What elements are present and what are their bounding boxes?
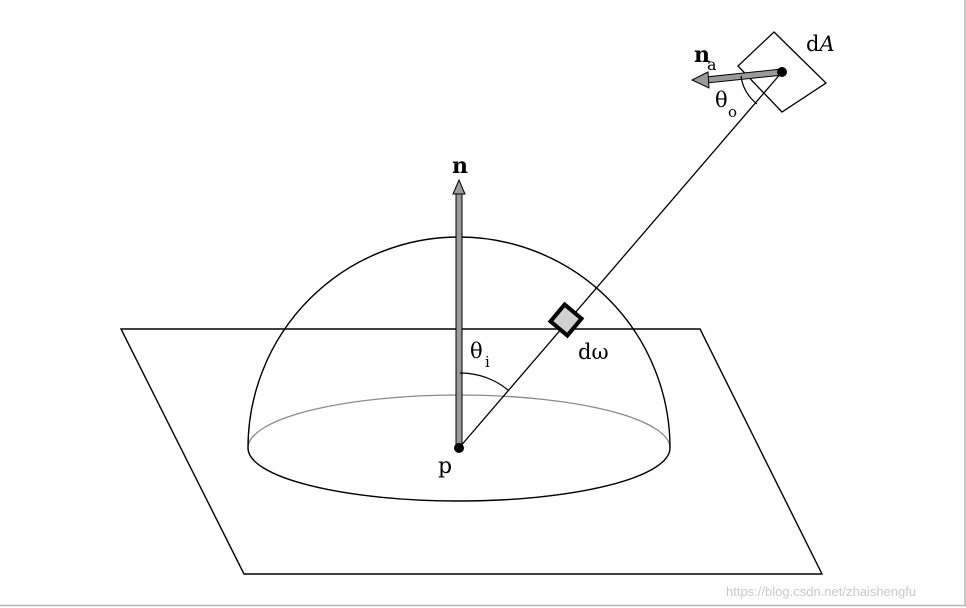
theta-o-arc — [740, 75, 758, 105]
theta-i-arc — [459, 372, 509, 391]
hemisphere-base-front — [247, 447, 671, 502]
surface-normal-arrow — [452, 178, 466, 449]
label-theta-o: θ — [715, 88, 728, 112]
area-normal-arrow — [690, 68, 784, 89]
point-p-dot — [454, 443, 464, 453]
label-solid-angle: dω — [578, 340, 609, 364]
label-area-normal-subscript: a — [707, 55, 717, 74]
label-area-normal: n — [694, 42, 710, 68]
watermark-text: https://blog.csdn.net/zhaishengfu — [726, 584, 916, 599]
label-theta-o-subscript: o — [728, 103, 737, 121]
ground-plane — [119, 328, 824, 575]
label-point: p — [438, 454, 452, 479]
solid-angle-patch — [547, 301, 585, 339]
label-area: dA — [806, 32, 835, 56]
area-center-dot — [777, 67, 787, 77]
label-surface-normal: n — [452, 153, 468, 179]
label-theta-i-subscript: i — [485, 353, 490, 371]
area-element-dA — [737, 31, 828, 113]
direction-line — [458, 71, 783, 449]
label-theta-i: θ — [470, 339, 483, 363]
